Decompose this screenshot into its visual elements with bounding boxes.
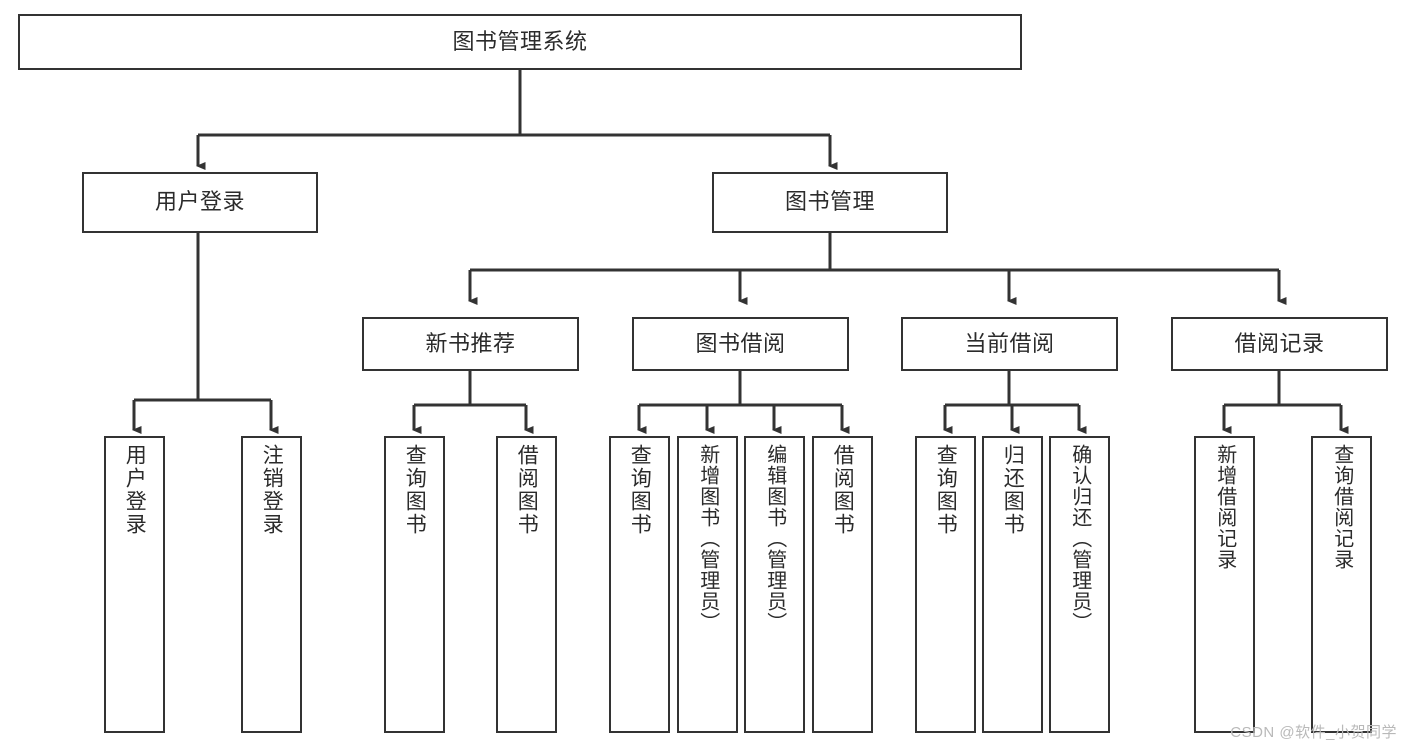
node-new-book-recommend-label: 新书推荐 <box>425 330 516 356</box>
node-book-borrow[interactable]: 图书借阅 <box>632 317 849 371</box>
node-borrow-records[interactable]: 借阅记录 <box>1171 317 1388 371</box>
leaf-current-query-book[interactable]: 查询图书 <box>915 436 976 733</box>
leaf-current-confirm-return[interactable]: 确认归还（管理员） <box>1049 436 1110 733</box>
leaf-borrow-borrow-book-label: 借阅图书 <box>831 444 855 536</box>
node-current-borrow[interactable]: 当前借阅 <box>901 317 1118 371</box>
leaf-current-confirm-return-label: 确认归还（管理员） <box>1068 444 1091 633</box>
leaf-new-book-query-label: 查询图书 <box>403 444 427 536</box>
leaf-records-query[interactable]: 查询借阅记录 <box>1311 436 1372 733</box>
leaf-borrow-edit-book[interactable]: 编辑图书（管理员） <box>744 436 805 733</box>
leaf-records-add-label: 新增借阅记录 <box>1213 444 1236 570</box>
node-new-book-recommend[interactable]: 新书推荐 <box>362 317 579 371</box>
leaf-borrow-borrow-book[interactable]: 借阅图书 <box>812 436 873 733</box>
leaf-user-login[interactable]: 用户登录 <box>104 436 165 733</box>
leaf-logout[interactable]: 注销登录 <box>241 436 302 733</box>
leaf-new-book-borrow[interactable]: 借阅图书 <box>496 436 557 733</box>
leaf-user-login-label: 用户登录 <box>123 444 147 536</box>
leaf-borrow-add-book[interactable]: 新增图书（管理员） <box>677 436 738 733</box>
leaf-records-query-label: 查询借阅记录 <box>1330 444 1353 570</box>
node-book-management[interactable]: 图书管理 <box>712 172 948 233</box>
node-borrow-records-label: 借阅记录 <box>1234 330 1325 356</box>
leaf-borrow-edit-book-label: 编辑图书（管理员） <box>763 444 786 633</box>
leaf-new-book-query[interactable]: 查询图书 <box>384 436 445 733</box>
leaf-borrow-query-book[interactable]: 查询图书 <box>609 436 670 733</box>
leaf-current-return-book-label: 归还图书 <box>1001 444 1025 536</box>
leaf-new-book-borrow-label: 借阅图书 <box>515 444 539 536</box>
node-user-login[interactable]: 用户登录 <box>82 172 318 233</box>
node-root-label: 图书管理系统 <box>452 28 588 54</box>
node-book-borrow-label: 图书借阅 <box>695 330 786 356</box>
leaf-logout-label: 注销登录 <box>260 444 284 536</box>
leaf-current-query-book-label: 查询图书 <box>934 444 958 536</box>
node-user-login-label: 用户登录 <box>154 189 245 215</box>
node-book-management-label: 图书管理 <box>784 189 875 215</box>
leaf-records-add[interactable]: 新增借阅记录 <box>1194 436 1255 733</box>
node-root[interactable]: 图书管理系统 <box>18 14 1022 70</box>
node-current-borrow-label: 当前借阅 <box>964 330 1055 356</box>
leaf-borrow-query-book-label: 查询图书 <box>628 444 652 536</box>
leaf-borrow-add-book-label: 新增图书（管理员） <box>696 444 719 633</box>
leaf-current-return-book[interactable]: 归还图书 <box>982 436 1043 733</box>
